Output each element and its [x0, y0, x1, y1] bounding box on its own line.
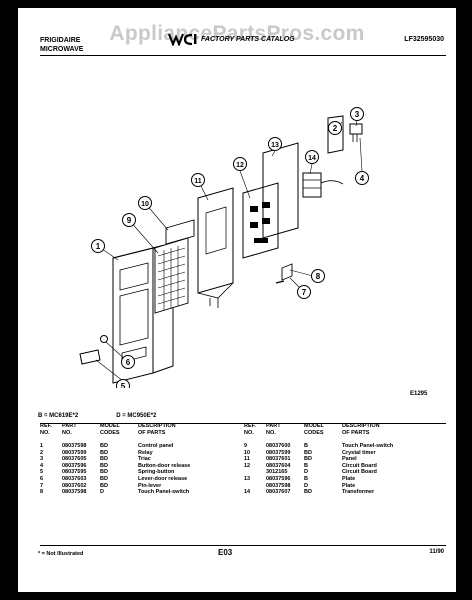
plate-part — [262, 142, 299, 239]
svg-text:1: 1 — [96, 242, 101, 251]
callout-13: 13 — [268, 137, 282, 151]
callout-3: 3 — [350, 107, 364, 121]
svg-text:5: 5 — [121, 382, 126, 388]
callout-4: 4 — [355, 171, 369, 185]
callout-8: 8 — [311, 269, 325, 283]
brand-block: FRIGIDAIRE MICROWAVE — [40, 36, 83, 54]
catalog-title: FACTORY PARTS CATALOG — [201, 35, 295, 43]
callout-5: 5 — [116, 379, 130, 388]
svg-text:2: 2 — [333, 124, 338, 133]
exploded-parts-diagram: 1 2 3 4 5 6 7 8 9 10 11 12 13 14 — [79, 107, 369, 388]
callout-12: 12 — [233, 157, 247, 171]
svg-text:3: 3 — [355, 110, 360, 119]
callout-2: 2 — [328, 121, 342, 135]
svg-text:4: 4 — [360, 174, 365, 183]
triac-part — [349, 123, 363, 142]
callout-11: 11 — [191, 173, 205, 187]
svg-text:9: 9 — [127, 216, 132, 225]
leader-lines — [95, 119, 363, 382]
revision-date: 11/90 — [429, 549, 444, 555]
panel-part — [197, 187, 234, 308]
svg-text:11: 11 — [194, 178, 202, 185]
circuit-board-part — [242, 182, 279, 259]
table-top-rule — [40, 423, 446, 424]
pin-lever-part — [275, 280, 285, 284]
lever-door-release-part — [281, 263, 293, 281]
footer-rule — [40, 545, 446, 546]
svg-text:10: 10 — [141, 201, 149, 208]
footnote: * = Not Illustrated — [38, 551, 84, 557]
spring-button-part — [100, 335, 108, 343]
brand-name: FRIGIDAIRE — [40, 37, 81, 44]
page-code: E03 — [218, 548, 233, 557]
svg-text:8: 8 — [316, 272, 321, 281]
parts-catalog-page: AppliancePartsPros.com FRIGIDAIRE MICROW… — [18, 8, 456, 592]
transformer-part — [302, 172, 344, 198]
callout-1: 1 — [91, 239, 105, 253]
crystal-timer-part — [165, 219, 195, 245]
callout-10: 10 — [138, 196, 152, 210]
catalog-header: FACTORY PARTS CATALOG — [168, 32, 295, 46]
catalog-code: LF32595030 — [404, 36, 444, 43]
svg-text:14: 14 — [308, 155, 316, 162]
model-d: D = MC950E*2 — [116, 413, 157, 419]
svg-text:7: 7 — [302, 288, 307, 297]
model-legend: B = MC619E*2 D = MC950E*2 — [38, 413, 156, 419]
product-type: MICROWAVE — [40, 46, 84, 53]
svg-text:13: 13 — [271, 142, 279, 149]
header-rule — [40, 55, 446, 56]
callout-7: 7 — [297, 285, 311, 299]
callout-6: 6 — [121, 355, 135, 369]
callout-9: 9 — [122, 213, 136, 227]
wci-logo-icon — [168, 33, 197, 46]
callout-14: 14 — [305, 150, 319, 164]
watermark: AppliancePartsPros.com — [109, 22, 365, 45]
button-door-release-part — [79, 349, 101, 365]
svg-text:6: 6 — [126, 358, 131, 367]
touch-panel-switch-part — [154, 237, 189, 314]
model-b: B = MC619E*2 — [38, 413, 79, 419]
svg-text:12: 12 — [236, 162, 244, 169]
figure-id: E1295 — [410, 391, 428, 397]
